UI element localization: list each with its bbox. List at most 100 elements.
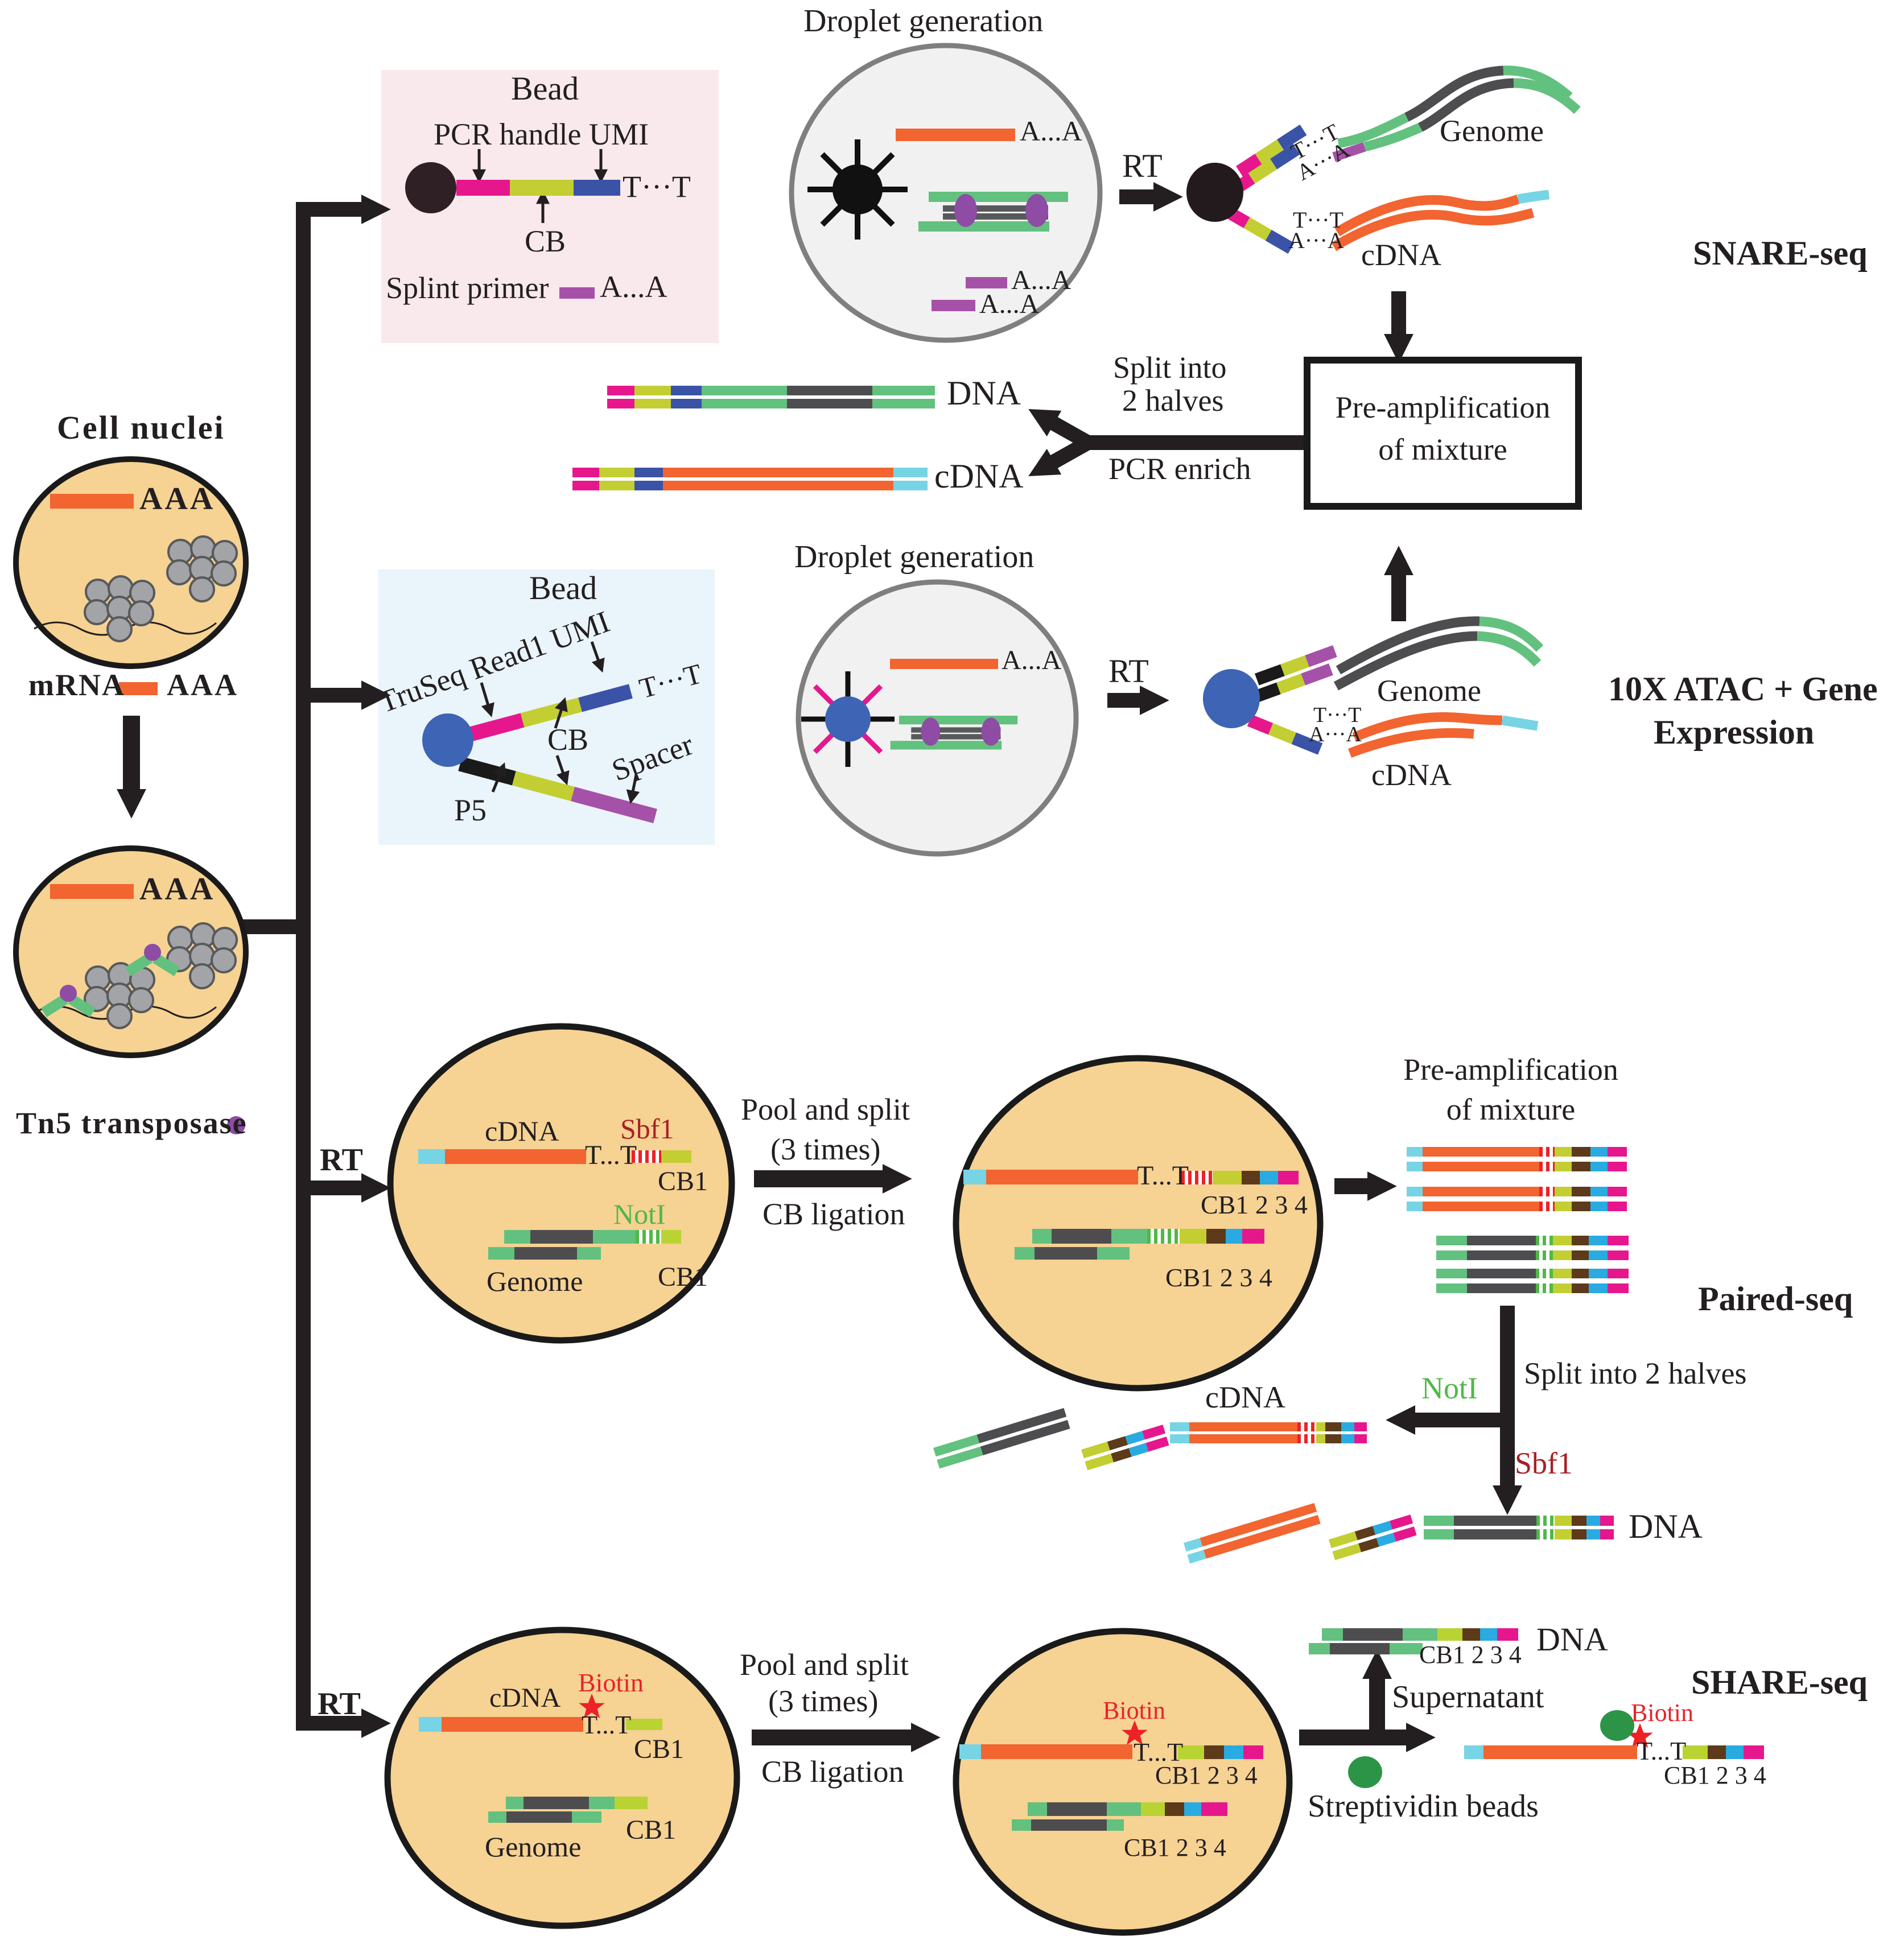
- aaa-cell1: AAA: [139, 481, 216, 517]
- sbf1-dna-1: [1424, 1516, 1614, 1526]
- noti-cdna-1: [1170, 1422, 1367, 1431]
- cdna-bar-1: [572, 468, 928, 477]
- snare-bead: [405, 149, 608, 223]
- p1-sbf1-label: Sbf1: [620, 1113, 674, 1145]
- rt-label-share: RT: [318, 1686, 361, 1722]
- s2-genome-top: [1028, 1802, 1227, 1816]
- share-final-bar: [1464, 1745, 1637, 1759]
- share-dna-2: [1309, 1643, 1423, 1654]
- preamp1-line2: of mixture: [1378, 432, 1507, 467]
- pp-gen-2: [1436, 1250, 1629, 1260]
- tenx-tail-a: A···A: [1309, 723, 1362, 746]
- p2-cb1234-label-2: CB1 2 3 4: [1165, 1263, 1272, 1292]
- p1-cdna-bar: [418, 1149, 586, 1164]
- p1-cb1-label: CB1: [658, 1166, 708, 1196]
- tenx-bead: [422, 641, 657, 823]
- mrna-legend: mRNA: [28, 668, 125, 702]
- genome-label-10x: Genome: [1377, 674, 1481, 708]
- s1-cb1-label-2: CB1: [626, 1815, 677, 1845]
- cdna-label-10x: cDNA: [1371, 758, 1452, 792]
- p2-genome-top: [1032, 1229, 1264, 1244]
- noti-label-2: NotI: [1421, 1371, 1478, 1405]
- splint-primer-bar: [559, 287, 595, 299]
- share-out-arrows: [1299, 1649, 1436, 1752]
- supernatant-label: Supernatant: [1392, 1679, 1544, 1715]
- pp-cdna-4: [1407, 1202, 1627, 1211]
- cdna-label-snare: cDNA: [1361, 238, 1441, 272]
- share-circle-2: [953, 1628, 1293, 1936]
- splint-bar-b: [932, 300, 975, 311]
- s1-cdna-label: cDNA: [489, 1683, 561, 1713]
- discard-cdna-tilt: [1184, 1503, 1321, 1564]
- mrna-bar-cell2: [50, 884, 134, 899]
- share-dna-1: [1322, 1628, 1518, 1641]
- snare-product: [1186, 65, 1581, 254]
- snare-tail-a-dn: A···A: [1288, 228, 1344, 253]
- two-halves-label: 2 halves: [1122, 383, 1224, 418]
- splint-a-label: A...A: [600, 270, 667, 304]
- tn5-legend-dot: [227, 1116, 245, 1134]
- cell-nuclei-title: Cell nuclei: [57, 409, 225, 446]
- aaa-cell2: AAA: [139, 872, 216, 907]
- paired-circle-2: [953, 1055, 1324, 1392]
- final-tt-label: T...T: [1637, 1736, 1687, 1765]
- biotin-label-3: Biotin: [1631, 1699, 1694, 1727]
- mrna-bar-cell1: [50, 494, 134, 509]
- split-into-label: Split into: [1113, 350, 1227, 385]
- discard-barcode-tilt-1: [1081, 1425, 1169, 1471]
- p1-genome-top: [504, 1230, 681, 1244]
- three-times-paired: (3 times): [770, 1132, 881, 1166]
- dna-bar-1: [607, 386, 935, 395]
- p2-genome-bot: [1015, 1247, 1130, 1260]
- preamp2-line2: of mixture: [1446, 1092, 1576, 1126]
- pcr-enrich-label: PCR enrich: [1108, 452, 1251, 486]
- snare-bead-oligo: [456, 180, 620, 196]
- tenx-product: [1203, 616, 1544, 758]
- t-label-snare-bead: T···T: [623, 170, 691, 204]
- s1-genome-top: [506, 1797, 648, 1809]
- streptavidin-bead-2: [1600, 1710, 1634, 1741]
- cell-nucleus-2: [13, 845, 249, 1058]
- paired-seq-title: Paired-seq: [1698, 1280, 1853, 1318]
- s2-cdna-bar: [959, 1744, 1132, 1759]
- p1-cdna-label: cDNA: [485, 1115, 559, 1147]
- pp-cdna-2: [1407, 1162, 1627, 1171]
- s1-cdna-cb1: [626, 1719, 662, 1730]
- cdna-label-noti: cDNA: [1205, 1380, 1285, 1414]
- s1-tt-label: T...T: [582, 1710, 632, 1739]
- rt-label-10x: RT: [1108, 653, 1149, 690]
- pcr-handle-umi-label: PCR handle UMI: [434, 117, 649, 151]
- tenx-title-1: 10X ATAC + Gene: [1608, 670, 1878, 708]
- paired-split-arrows: [1386, 1306, 1522, 1515]
- p1-genome-label: Genome: [487, 1265, 583, 1297]
- droplet-gen-title-1: Droplet generation: [803, 3, 1044, 39]
- discard-genome-tilt: [933, 1407, 1070, 1469]
- share-final-cb: [1683, 1745, 1764, 1759]
- p2-cdna-bar: [963, 1170, 1138, 1184]
- p2-cb1234-label: CB1 2 3 4: [1201, 1190, 1308, 1219]
- pp-gen-3: [1436, 1269, 1629, 1278]
- pp-cdna-3: [1407, 1187, 1627, 1196]
- streptavidin-bead-1: [1348, 1756, 1382, 1788]
- p5-label: P5: [454, 793, 487, 827]
- dna-label-share: DNA: [1536, 1621, 1608, 1658]
- s2-cb1234-label: CB1 2 3 4: [1155, 1761, 1258, 1789]
- d1-splint-a1: A...A: [1011, 265, 1071, 295]
- preamp2-line1: Pre-amplification: [1403, 1052, 1618, 1087]
- s2-cdna-cb: [1178, 1745, 1263, 1759]
- droplet-2: [796, 579, 1079, 857]
- s2-genome-bot: [1012, 1819, 1124, 1831]
- s2-cb1234-label-2: CB1 2 3 4: [1124, 1834, 1226, 1861]
- dna-bar-2: [607, 399, 935, 408]
- snare-tail-t-dn: T···T: [1293, 207, 1343, 233]
- biotin-label-1: Biotin: [578, 1668, 644, 1697]
- s1-genome-bot: [488, 1811, 601, 1823]
- flow-trunk: [239, 195, 391, 1738]
- mrna-bar-droplet2: [890, 659, 998, 669]
- paired-circle-1: [387, 1023, 735, 1344]
- mrna-bar-droplet1: [896, 129, 1015, 141]
- p2-cdna-cb: [1181, 1171, 1299, 1184]
- s1-cb1-label: CB1: [634, 1734, 685, 1764]
- droplet-1: [789, 43, 1103, 343]
